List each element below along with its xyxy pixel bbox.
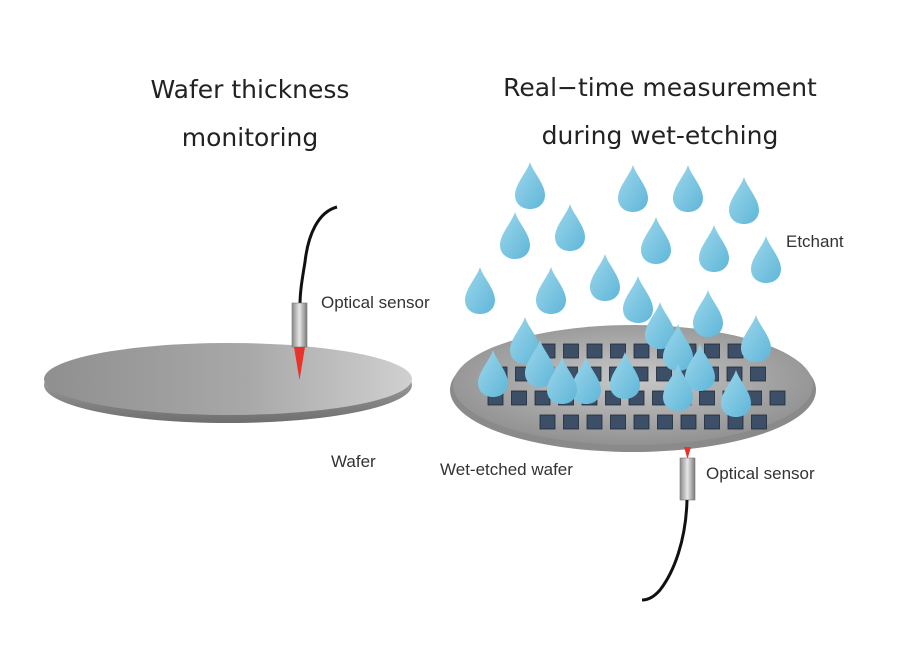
die-square — [657, 414, 673, 430]
etchant-droplet — [641, 217, 671, 264]
left-sensor-label: Optical sensor — [321, 293, 430, 312]
left-title-line2: monitoring — [181, 123, 319, 152]
die-square — [586, 343, 603, 359]
die-square — [610, 414, 626, 430]
left-wafer — [44, 343, 412, 423]
die-square — [704, 414, 720, 430]
die-square — [511, 390, 527, 406]
die-square — [704, 343, 720, 359]
etchant-droplet — [515, 162, 545, 209]
etchant-droplet — [618, 165, 648, 212]
die-square — [699, 390, 715, 406]
etchant-droplet — [465, 267, 495, 314]
die-square — [750, 366, 766, 382]
die-square — [563, 414, 579, 430]
left-title-line1: Wafer thickness — [150, 75, 350, 104]
die-square — [539, 414, 556, 430]
die-square — [656, 366, 672, 382]
die-square — [610, 343, 626, 359]
etchant-droplet — [693, 290, 723, 337]
etchant-droplet — [500, 212, 530, 259]
die-square — [727, 414, 744, 430]
right-title-line1: Real−time measurement — [503, 73, 817, 102]
right-sensor-label: Optical sensor — [706, 464, 815, 483]
etchant-droplet — [623, 276, 653, 323]
die-square — [633, 343, 650, 359]
right-title-line2: during wet-etching — [541, 121, 779, 150]
etchant-droplet — [729, 177, 759, 224]
right-optical-sensor — [641, 447, 696, 602]
wafer-label: Wafer — [331, 452, 376, 471]
die-square — [727, 343, 744, 359]
etchant-droplet — [536, 267, 566, 314]
die-square — [633, 414, 650, 430]
etchant-droplet — [751, 236, 781, 283]
die-square — [563, 343, 579, 359]
die-square — [586, 414, 603, 430]
left-title: Wafer thickness monitoring — [100, 66, 400, 162]
etchant-droplet — [699, 225, 729, 272]
etchant-droplet — [555, 204, 585, 251]
die-square — [680, 414, 697, 430]
die-square — [769, 390, 786, 406]
etchant-droplet — [741, 315, 771, 362]
left-optical-sensor — [291, 205, 338, 380]
etchant-droplet — [673, 165, 703, 212]
wet-wafer-label: Wet-etched wafer — [440, 460, 573, 479]
right-title: Real−time measurement during wet-etching — [480, 64, 840, 160]
die-square — [751, 414, 767, 430]
etchant-droplet — [590, 254, 620, 301]
etchant-label: Etchant — [786, 232, 844, 251]
